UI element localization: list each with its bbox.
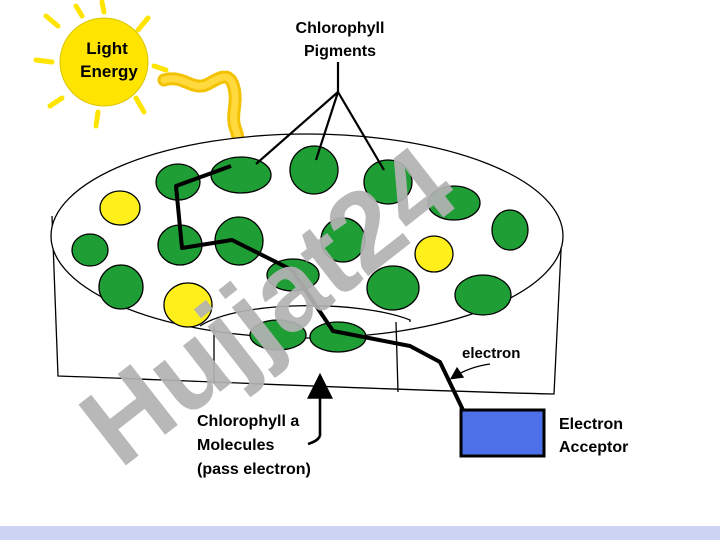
pigment-green xyxy=(210,156,272,194)
chlorophyll-a-label-line3: (pass electron) xyxy=(197,461,311,478)
chlorophyll-a-label-line1: Chlorophyll a xyxy=(197,413,299,430)
light-energy-label-line1: Light xyxy=(86,39,128,58)
bottom-bar xyxy=(0,526,720,540)
electron-acceptor-label-line1: Electron xyxy=(559,416,623,433)
sun-icon xyxy=(33,0,169,129)
pigment-yellow xyxy=(414,235,454,273)
pigment-green xyxy=(454,274,512,316)
pigment-green xyxy=(98,264,144,310)
pigment-green xyxy=(289,145,339,195)
light-energy-label-line2: Energy xyxy=(80,62,138,81)
electron-acceptor-box xyxy=(459,408,546,458)
electron-path xyxy=(174,164,465,411)
pigments-pointer-lines xyxy=(255,62,385,171)
pigment-green xyxy=(427,185,481,221)
pigment-green xyxy=(320,217,366,263)
chlorophyll-pigments xyxy=(71,145,529,353)
chlorophyll-a-label-line2: Molecules xyxy=(197,437,274,454)
electron-label: electron xyxy=(462,345,520,362)
electron-acceptor-label-line2: Acceptor xyxy=(559,439,628,456)
pigment-green xyxy=(363,159,413,205)
pigment-green xyxy=(491,209,529,251)
pigment-yellow xyxy=(163,282,213,328)
pigment-green xyxy=(366,265,420,311)
electron-arrow-icon xyxy=(449,363,491,380)
pigment-green xyxy=(71,233,109,267)
pigment-yellow xyxy=(99,190,141,226)
chlorophyll-pigments-label-line2: Pigments xyxy=(304,43,376,60)
chlorophyll-a-molecule xyxy=(249,319,307,351)
chlorophyll-pigments-label-line1: Chlorophyll xyxy=(296,20,385,37)
